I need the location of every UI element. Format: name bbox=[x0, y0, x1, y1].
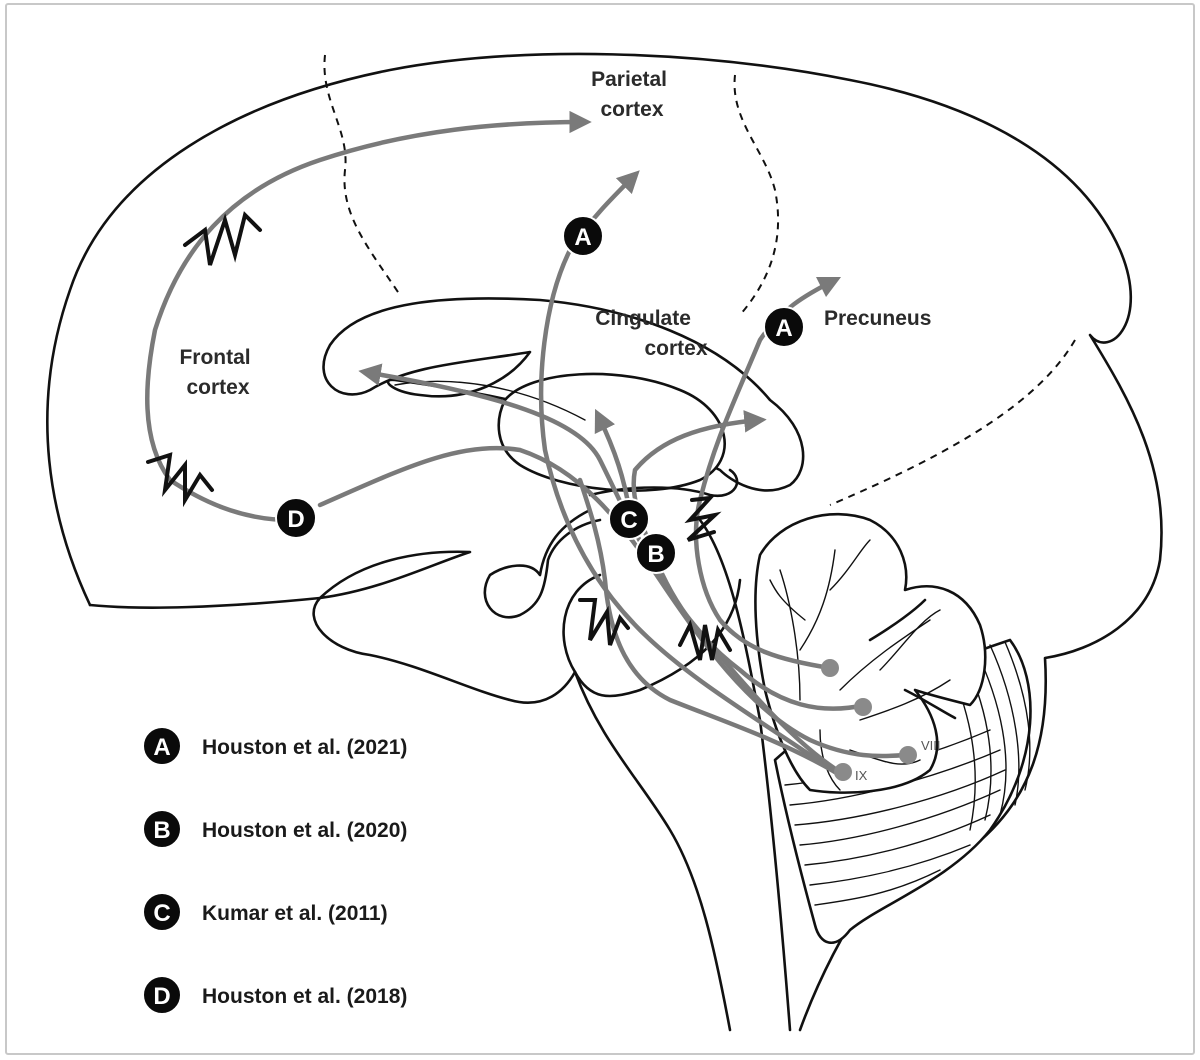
badge-b: B bbox=[635, 532, 677, 574]
svg-text:Houston et al. (2021): Houston et al. (2021) bbox=[202, 736, 407, 759]
svg-text:D: D bbox=[287, 506, 304, 533]
svg-text:D: D bbox=[153, 983, 170, 1010]
cerebellar-fissure-lower bbox=[903, 688, 957, 720]
occipital-boundary bbox=[829, 339, 1076, 506]
lobule-node-vii bbox=[854, 698, 872, 716]
region-labels: Parietal cortex Cingulate cortex Frontal… bbox=[179, 68, 940, 783]
temporal-lobe-outline bbox=[88, 550, 577, 704]
pituitary-stalk bbox=[483, 508, 602, 619]
pathway-badges: A A C B D bbox=[275, 215, 805, 574]
svg-text:A: A bbox=[775, 315, 792, 342]
badge-d: D bbox=[275, 497, 317, 539]
lobule-viii-label: VIII bbox=[921, 738, 941, 753]
svg-text:Kumar et al. (2011): Kumar et al. (2011) bbox=[202, 902, 388, 925]
badge-a-parietal: A bbox=[562, 215, 604, 257]
badge-c: C bbox=[608, 498, 650, 540]
legend: A Houston et al. (2021) B Houston et al.… bbox=[142, 726, 407, 1015]
parietal-cortex-label: Parietal cortex bbox=[591, 68, 673, 121]
zigzag-markers bbox=[146, 211, 732, 661]
pathway-ix-brainstem bbox=[577, 477, 838, 775]
frontal-cortex-label: Frontal cortex bbox=[179, 346, 256, 399]
zigzag-marker bbox=[678, 619, 732, 661]
svg-text:A: A bbox=[574, 224, 591, 251]
central-sulcus bbox=[323, 54, 401, 296]
zigzag-marker bbox=[578, 598, 630, 646]
svg-text:C: C bbox=[620, 507, 637, 534]
cingulate-cortex-label: Cingulate cortex bbox=[595, 307, 708, 360]
svg-text:B: B bbox=[153, 817, 170, 844]
legend-item: B Houston et al. (2020) bbox=[142, 809, 407, 849]
zigzag-marker bbox=[146, 452, 214, 508]
badge-a-precuneus: A bbox=[763, 306, 805, 348]
cerebellum bbox=[754, 512, 1032, 944]
zigzag-marker bbox=[183, 211, 262, 266]
brainstem-front bbox=[573, 670, 732, 1032]
legend-item: C Kumar et al. (2011) bbox=[142, 892, 388, 932]
brainstem-back bbox=[698, 518, 792, 1032]
lobule-node-viii bbox=[899, 746, 917, 764]
lobule-ix-label: IX bbox=[855, 768, 868, 783]
svg-text:Houston et al. (2020): Houston et al. (2020) bbox=[202, 819, 407, 842]
cerebellar-fissure bbox=[868, 598, 927, 642]
svg-text:A: A bbox=[153, 734, 170, 761]
svg-text:B: B bbox=[647, 541, 664, 568]
zigzag-marker bbox=[684, 495, 722, 542]
svg-text:Houston et al. (2018): Houston et al. (2018) bbox=[202, 985, 407, 1008]
svg-text:C: C bbox=[153, 900, 170, 927]
legend-item: D Houston et al. (2018) bbox=[142, 975, 407, 1015]
precuneus-label: Precuneus bbox=[824, 307, 931, 330]
lobule-node-ix bbox=[834, 763, 852, 781]
lobule-node-crus bbox=[821, 659, 839, 677]
parieto-occipital-boundary bbox=[733, 74, 779, 316]
figure-frame bbox=[5, 3, 1195, 1055]
legend-item: A Houston et al. (2021) bbox=[142, 726, 407, 766]
brain-anatomy bbox=[46, 52, 1163, 1032]
